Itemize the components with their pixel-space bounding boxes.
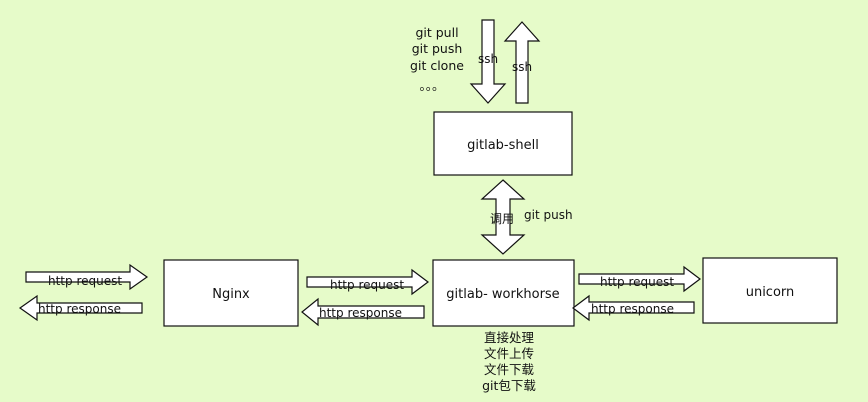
client-http-request-arrow [25, 263, 149, 291]
workhorse-duty-direct: 直接处理 [484, 330, 535, 345]
git-commands-list: git pull git push git clone 。。。 [410, 25, 464, 93]
nginx-label: Nginx [212, 287, 250, 302]
call-label: 调用 [490, 212, 514, 226]
unicorn-http-request-arrow [578, 265, 701, 293]
ssh-up-label: ssh [512, 60, 532, 74]
nginx-http-request-arrow [306, 268, 429, 296]
git-command-ellipsis: 。。。 [419, 78, 444, 93]
shell-workhorse-double-arrow [480, 179, 526, 255]
workhorse-duty-upload: 文件上传 [484, 346, 534, 361]
nginx-http-response-arrow [301, 297, 425, 327]
workhorse-duty-download: 文件下载 [484, 362, 535, 377]
git-command-clone: git clone [410, 58, 464, 73]
unicorn-http-response-arrow [572, 294, 695, 322]
unicorn-node [702, 257, 838, 324]
client-http-response-arrow [18, 294, 143, 322]
workhorse-duty-git-pack: git包下载 [482, 378, 536, 393]
ssh-down-label: ssh [478, 52, 498, 66]
client-http-response-label: http response [38, 302, 121, 316]
gitlab-shell-label: gitlab-shell [467, 138, 539, 153]
nginx-http-request-label: http request [330, 278, 404, 292]
call-git-push-label: git push [524, 208, 573, 222]
nginx-http-response-label: http response [319, 306, 402, 320]
workhorse-duties-list: 直接处理 文件上传 文件下载 git包下载 [482, 330, 536, 393]
gitlab-workhorse-label: gitlab- workhorse [446, 287, 559, 302]
gitlab-workhorse-node [432, 259, 575, 327]
git-command-pull: git pull [415, 25, 458, 40]
client-http-request-label: http request [48, 274, 122, 288]
ssh-up-arrow [503, 21, 541, 104]
unicorn-label: unicorn [746, 285, 795, 300]
unicorn-http-response-label: http response [591, 302, 674, 316]
gitlab-shell-node [433, 111, 573, 176]
ssh-down-arrow [469, 19, 507, 104]
nginx-node [163, 259, 299, 327]
git-command-push: git push [412, 41, 463, 56]
unicorn-http-request-label: http request [600, 275, 674, 289]
